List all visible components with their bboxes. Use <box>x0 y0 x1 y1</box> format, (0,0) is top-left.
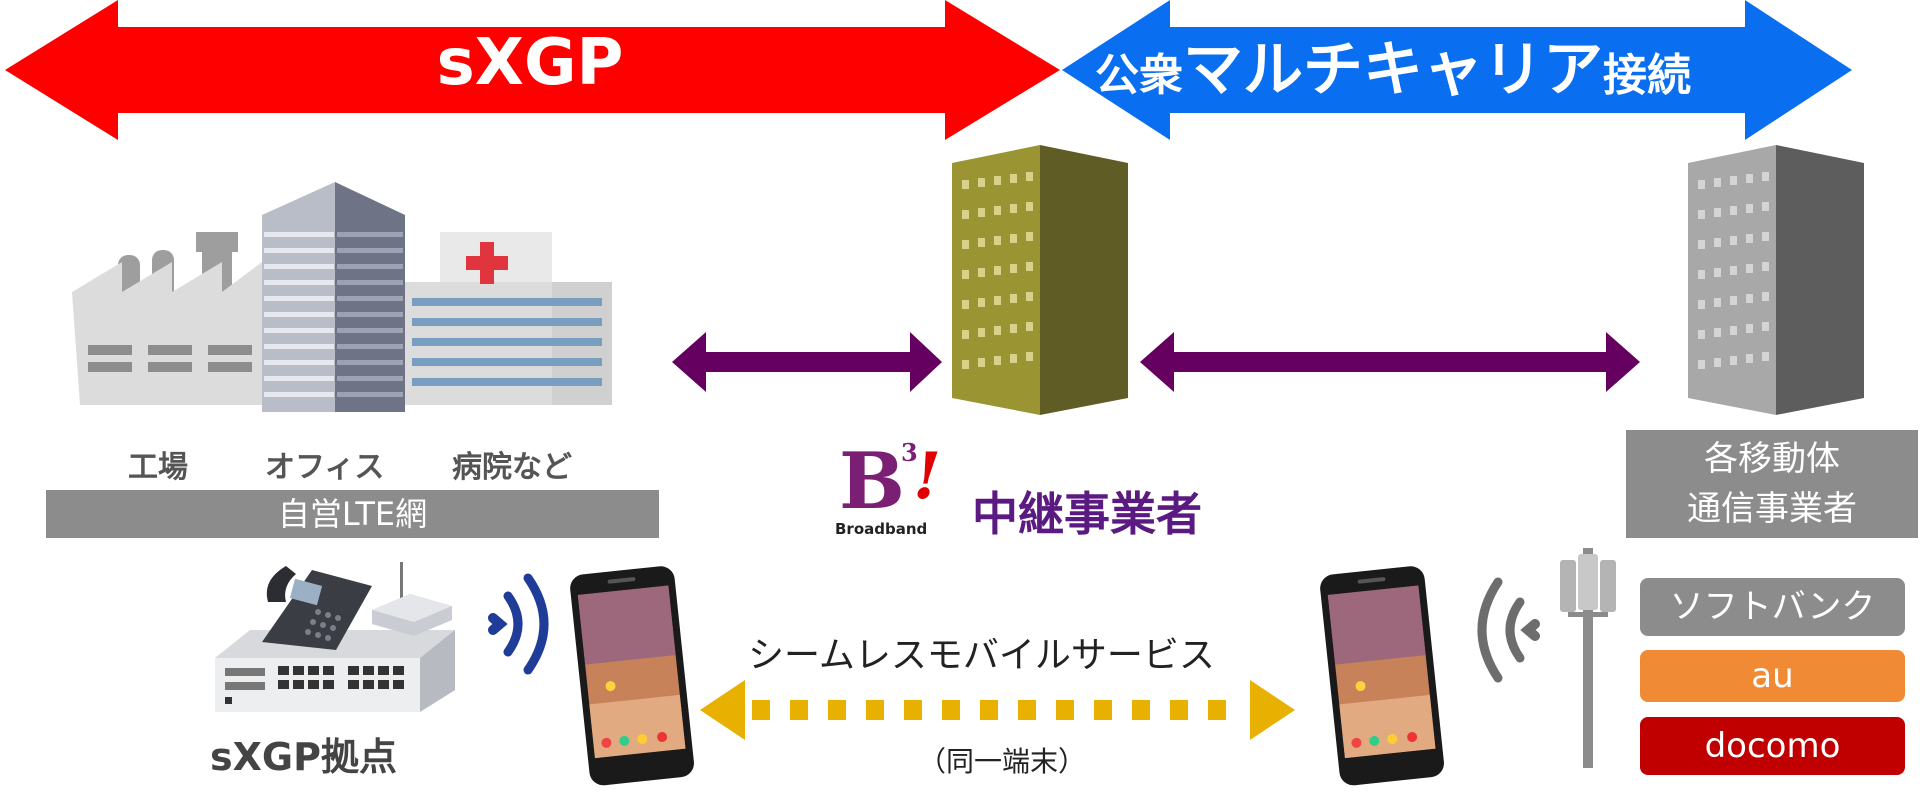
carrier-softbank: ソフトバンク <box>1640 578 1905 636</box>
antenna-tower-icon <box>1560 548 1616 768</box>
signal-waves-icon-right <box>1477 577 1540 683</box>
link-arrow-right <box>1140 332 1640 392</box>
banner-text-multicarrier: マルチキャリア <box>1183 35 1603 105</box>
carrier-au: au <box>1640 650 1905 702</box>
factory-label: 工場 <box>128 450 188 485</box>
same-device-label: （同一端末） <box>918 745 1087 778</box>
mobile-operators-label: 各移動体 通信事業者 <box>1626 430 1918 538</box>
sxgp-arrow <box>5 0 1060 140</box>
logo-b-mark: B <box>839 436 905 527</box>
relay-building-icon <box>952 145 1128 415</box>
banner-text-public: 公衆 <box>1095 50 1183 101</box>
seamless-dotted-arrow <box>700 680 1295 740</box>
hospital-icon <box>402 232 612 405</box>
sxgp-banner-label: sXGP <box>436 26 624 100</box>
operators-label-line1: 各移動体 <box>1704 439 1840 479</box>
operators-label-line2: 通信事業者 <box>1687 489 1857 529</box>
factory-icon <box>72 232 262 405</box>
relay-operator-label: 中継事業者 <box>972 487 1202 541</box>
carrier-docomo: docomo <box>1640 717 1905 775</box>
switch-icon <box>215 630 455 712</box>
office-label: オフィス <box>265 450 385 485</box>
seamless-service-label: シームレスモバイルサービス <box>748 635 1215 676</box>
logo-exclamation: ! <box>913 439 942 514</box>
multicarrier-banner-label: 公衆マルチキャリア接続 <box>1095 30 1795 125</box>
smartphone-icon-right <box>1320 566 1444 786</box>
sxgp-base-label: sXGP拠点 <box>210 735 397 779</box>
office-building-icon <box>262 182 405 412</box>
smartphone-icon-left <box>570 566 694 786</box>
logo-superscript: 3 <box>901 438 918 467</box>
broadband-logo: B 3 ! Broadband <box>835 436 945 540</box>
logo-caption: Broadband <box>835 520 928 538</box>
desk-phone-icon <box>262 566 372 650</box>
router-icon <box>372 562 452 636</box>
hospital-label: 病院など <box>452 450 572 485</box>
wifi-signal-icon-left <box>488 573 549 675</box>
banner-text-connection: 接続 <box>1603 50 1691 101</box>
carrier-building-icon <box>1688 145 1864 415</box>
private-lte-network-bar: 自営LTE網 <box>46 490 659 538</box>
link-arrow-left <box>672 332 942 392</box>
multicarrier-arrow <box>1062 0 1852 140</box>
